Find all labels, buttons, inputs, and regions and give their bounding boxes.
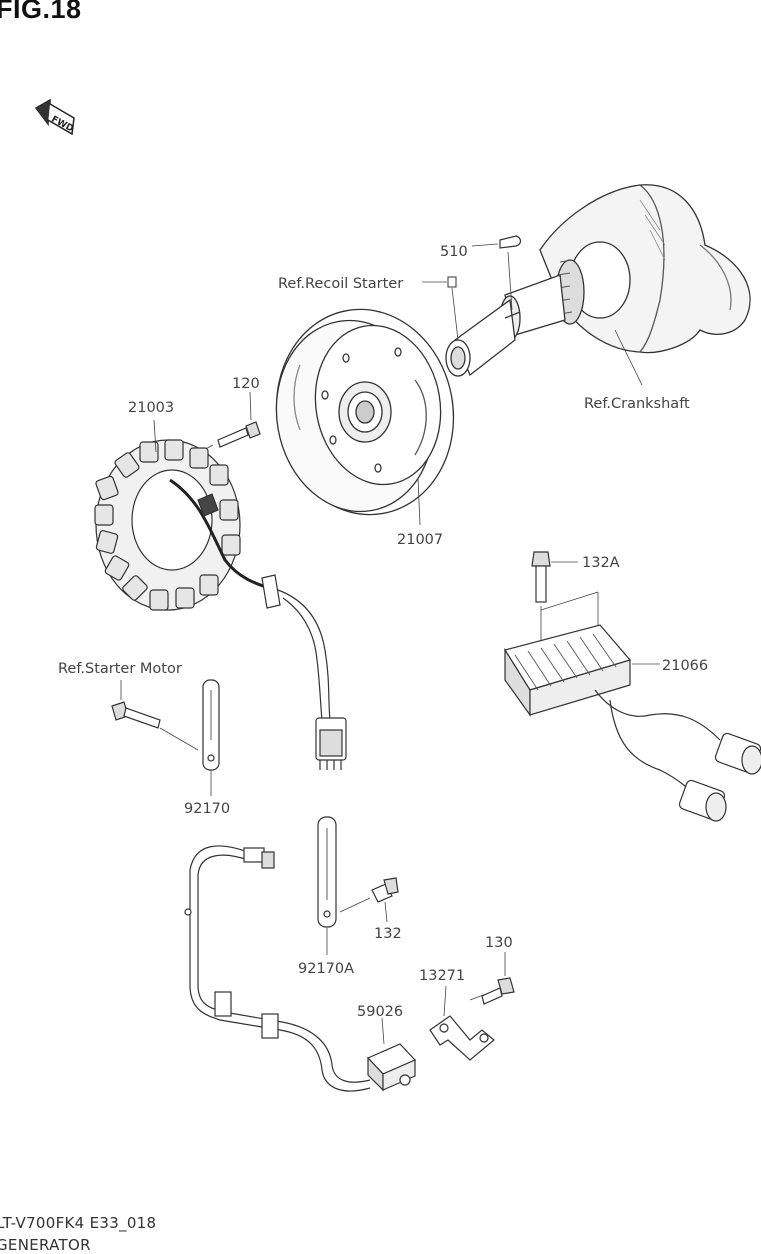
callout-crankshaft: Ref.Crankshaft bbox=[584, 396, 690, 412]
regulator-21066-drawing bbox=[504, 624, 761, 822]
callout-21003: 21003 bbox=[128, 400, 174, 416]
callout-starter-motor: Ref.Starter Motor bbox=[58, 661, 182, 677]
strap-92170-drawing bbox=[202, 679, 220, 796]
callout-510: 510 bbox=[440, 244, 468, 260]
callout-recoil-starter: Ref.Recoil Starter bbox=[278, 276, 403, 292]
bolt-120-drawing bbox=[199, 391, 261, 453]
starter-motor-bolt-drawing bbox=[111, 680, 199, 751]
callout-21066: 21066 bbox=[662, 658, 708, 674]
strap-92170a-drawing bbox=[317, 816, 371, 955]
stator-wire-drawing bbox=[261, 574, 347, 770]
recoil-starter-pin-drawing bbox=[422, 276, 459, 341]
section-name: GENERATOR bbox=[0, 1236, 91, 1254]
bracket-13271-drawing bbox=[429, 985, 495, 1061]
callout-130: 130 bbox=[485, 935, 513, 951]
callout-132: 132 bbox=[374, 926, 402, 942]
bolt-132-drawing bbox=[371, 877, 399, 923]
key-510-drawing bbox=[471, 235, 522, 311]
bolt-130-drawing bbox=[481, 952, 515, 1005]
callout-13271: 13271 bbox=[419, 968, 465, 984]
callout-92170: 92170 bbox=[184, 801, 230, 817]
sensor-59026-drawing bbox=[366, 1017, 417, 1092]
callout-59026: 59026 bbox=[357, 1004, 403, 1020]
fwd-arrow-icon: FWD bbox=[34, 98, 75, 136]
callout-92170a: 92170A bbox=[298, 961, 354, 977]
figure-title: FIG.18 bbox=[0, 0, 82, 24]
callout-132a: 132A bbox=[582, 555, 620, 571]
stator-21003-drawing bbox=[94, 419, 276, 611]
crankshaft-drawing bbox=[445, 184, 751, 377]
model-code: LT-V700FK4 E33_018 bbox=[0, 1214, 157, 1232]
harness-wire-drawing bbox=[184, 845, 371, 1092]
callout-21007: 21007 bbox=[397, 532, 443, 548]
callout-120: 120 bbox=[232, 376, 260, 392]
flywheel-21007-drawing bbox=[275, 308, 455, 526]
